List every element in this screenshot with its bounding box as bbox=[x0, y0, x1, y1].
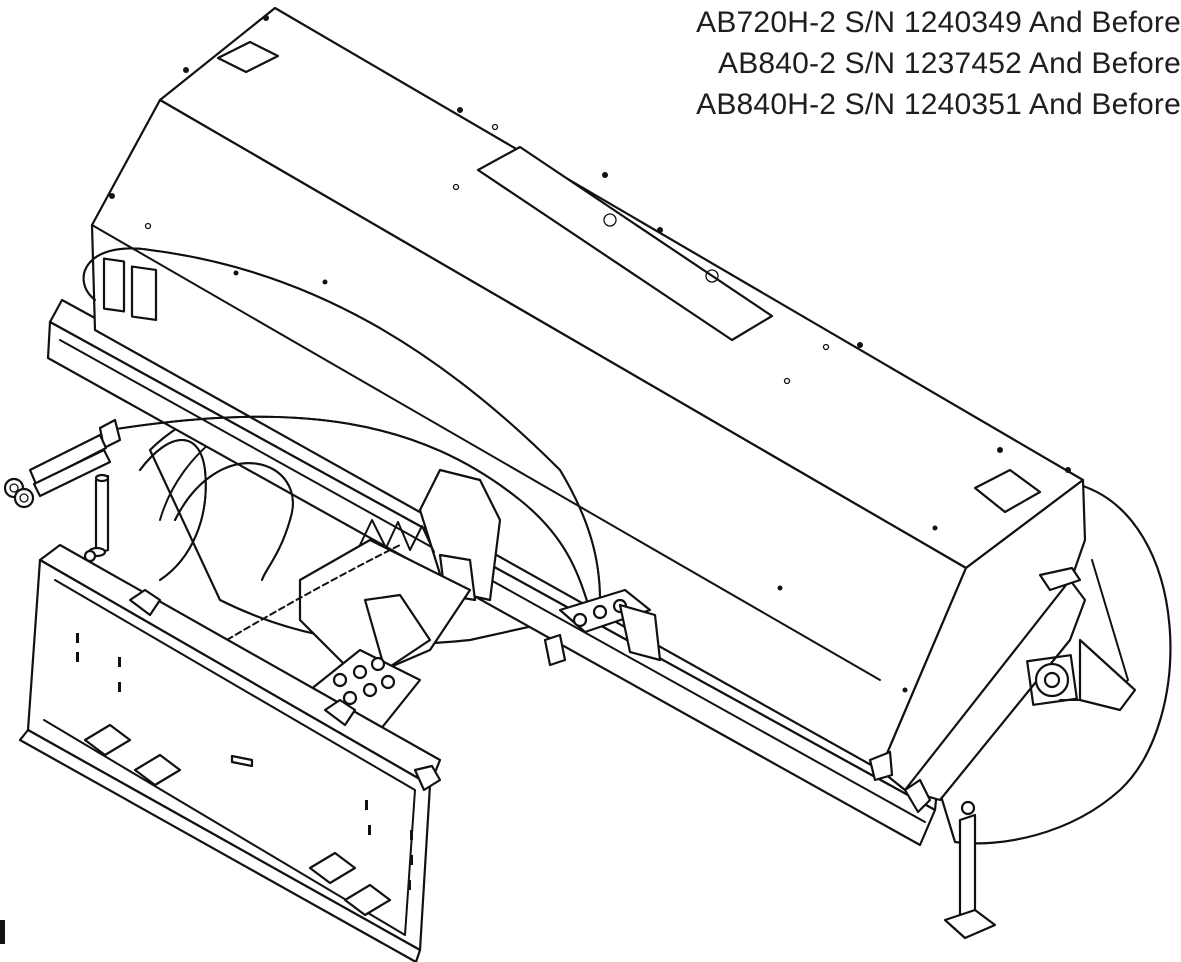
edge-mark bbox=[0, 920, 5, 944]
serial-note-ab840h: AB840H-2 S/N 1240351 And Before bbox=[696, 88, 1181, 121]
quick-couplers bbox=[3, 418, 122, 558]
serial-note-ab840: AB840-2 S/N 1237452 And Before bbox=[717, 47, 1181, 80]
right-end-assembly bbox=[868, 566, 1137, 940]
broom-housing bbox=[90, 6, 1087, 792]
pivot-assembly bbox=[209, 468, 662, 732]
serial-note-ab720h: AB720H-2 S/N 1240349 And Before bbox=[696, 6, 1181, 39]
serial-notes: AB720H-2 S/N 1240349 And Before AB840-2 … bbox=[696, 2, 1181, 125]
hydraulic-hoses bbox=[82, 247, 601, 611]
attach-plate bbox=[18, 543, 442, 962]
